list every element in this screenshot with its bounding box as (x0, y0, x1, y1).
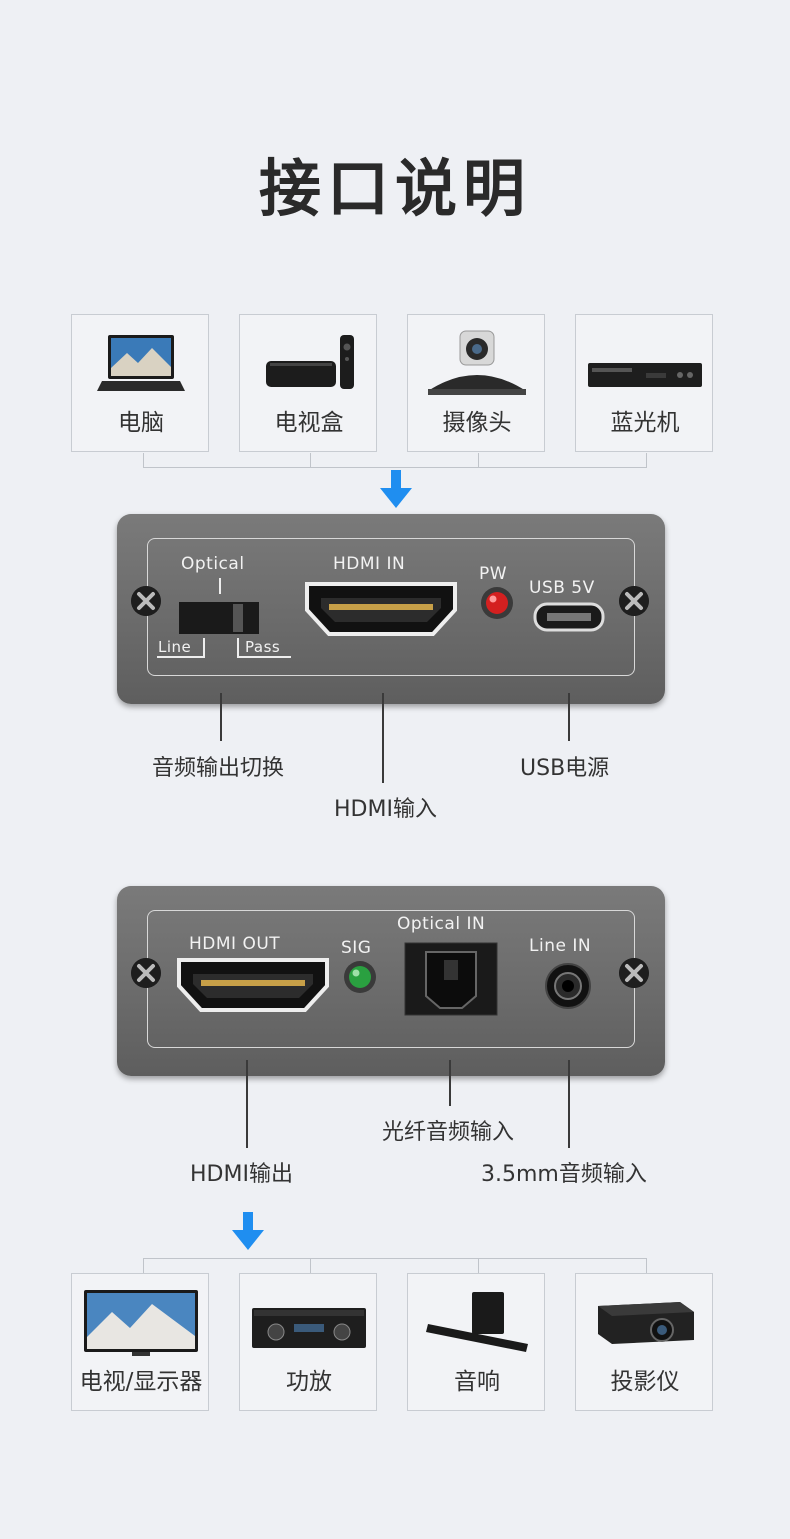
hdmi-in-label: HDMI IN (333, 554, 406, 574)
source-card-camera: 摄像头 (407, 314, 545, 452)
tv-box-icon (266, 335, 354, 389)
source-label: 电脑 (118, 410, 164, 436)
pointer-line (568, 693, 570, 741)
optical-in-label: Optical IN (397, 914, 486, 934)
source-card-bluray: 蓝光机 (575, 314, 713, 452)
bluray-player-icon (588, 363, 702, 387)
output-label: 电视/显示器 (79, 1369, 203, 1395)
projector-icon (598, 1302, 694, 1344)
hdmi-out-port[interactable] (177, 956, 329, 1016)
output-card-amplifier: 功放 (239, 1273, 377, 1411)
connector-line (143, 1258, 144, 1273)
usb-label: USB 5V (529, 578, 595, 598)
connector-line (646, 453, 647, 468)
audio-switch[interactable] (179, 602, 259, 634)
optical-label: Optical (181, 554, 245, 574)
caption-line-in: 3.5mm音频输入 (481, 1162, 647, 1187)
output-card-soundbar: 音响 (407, 1273, 545, 1411)
source-label: 蓝光机 (610, 410, 680, 436)
source-card-tv-box: 电视盒 (239, 314, 377, 452)
pointer-line (382, 693, 384, 783)
source-card-laptop: 电脑 (71, 314, 209, 452)
signal-led-icon (344, 961, 376, 993)
pass-label: Pass (245, 638, 281, 656)
amplifier-icon (252, 1308, 366, 1348)
back-panel: HDMI OUT SIG Optical IN Line IN (117, 886, 665, 1076)
laptop-icon (97, 335, 185, 391)
caption-hdmi-out: HDMI输出 (190, 1162, 293, 1187)
caption-audio-switch: 音频输出切换 (152, 756, 285, 781)
arrow-down-icon (232, 1212, 264, 1250)
connector-line (310, 1258, 311, 1273)
connector-line (310, 453, 311, 468)
caption-optical-in: 光纤音频输入 (382, 1120, 515, 1145)
arrow-down-icon (380, 470, 412, 508)
source-label: 摄像头 (442, 410, 512, 436)
camera-icon (428, 330, 526, 395)
screw-icon (619, 586, 649, 616)
screw-icon (131, 958, 161, 988)
output-label: 功放 (286, 1369, 332, 1395)
pointer-line (568, 1060, 570, 1148)
hdmi-in-port[interactable] (305, 580, 457, 640)
pointer-line (220, 693, 222, 741)
line-label: Line (158, 638, 192, 656)
switch-indicator (219, 578, 221, 594)
connector-line (646, 1258, 647, 1273)
tv-monitor-icon (84, 1290, 198, 1356)
connector-line (143, 453, 144, 468)
connector-line (143, 1258, 647, 1259)
usb-port[interactable] (533, 602, 605, 632)
connector-line (143, 467, 647, 468)
output-card-projector: 投影仪 (575, 1273, 713, 1411)
source-label: 电视盒 (274, 410, 344, 436)
caption-hdmi-in: HDMI输入 (334, 797, 437, 822)
line-in-label: Line IN (529, 936, 592, 956)
caption-usb-power: USB电源 (520, 756, 610, 781)
line-in-jack[interactable] (544, 962, 592, 1010)
pointer-line (449, 1060, 451, 1106)
soundbar-icon (426, 1292, 528, 1352)
output-card-tv: 电视/显示器 (71, 1273, 209, 1411)
connector-line (478, 453, 479, 468)
screw-icon (619, 958, 649, 988)
sig-label: SIG (341, 938, 372, 958)
page-title: 接口说明 (258, 152, 531, 225)
connector-line (478, 1258, 479, 1273)
pw-label: PW (479, 564, 508, 584)
front-panel: Optical Line Pass HDMI IN PW USB 5V (117, 514, 665, 704)
optical-in-port[interactable] (404, 942, 498, 1016)
output-label: 音响 (454, 1369, 500, 1395)
hdmi-out-label: HDMI OUT (189, 934, 281, 954)
power-led-icon (481, 587, 513, 619)
screw-icon (131, 586, 161, 616)
output-label: 投影仪 (610, 1369, 680, 1395)
pointer-line (246, 1060, 248, 1148)
